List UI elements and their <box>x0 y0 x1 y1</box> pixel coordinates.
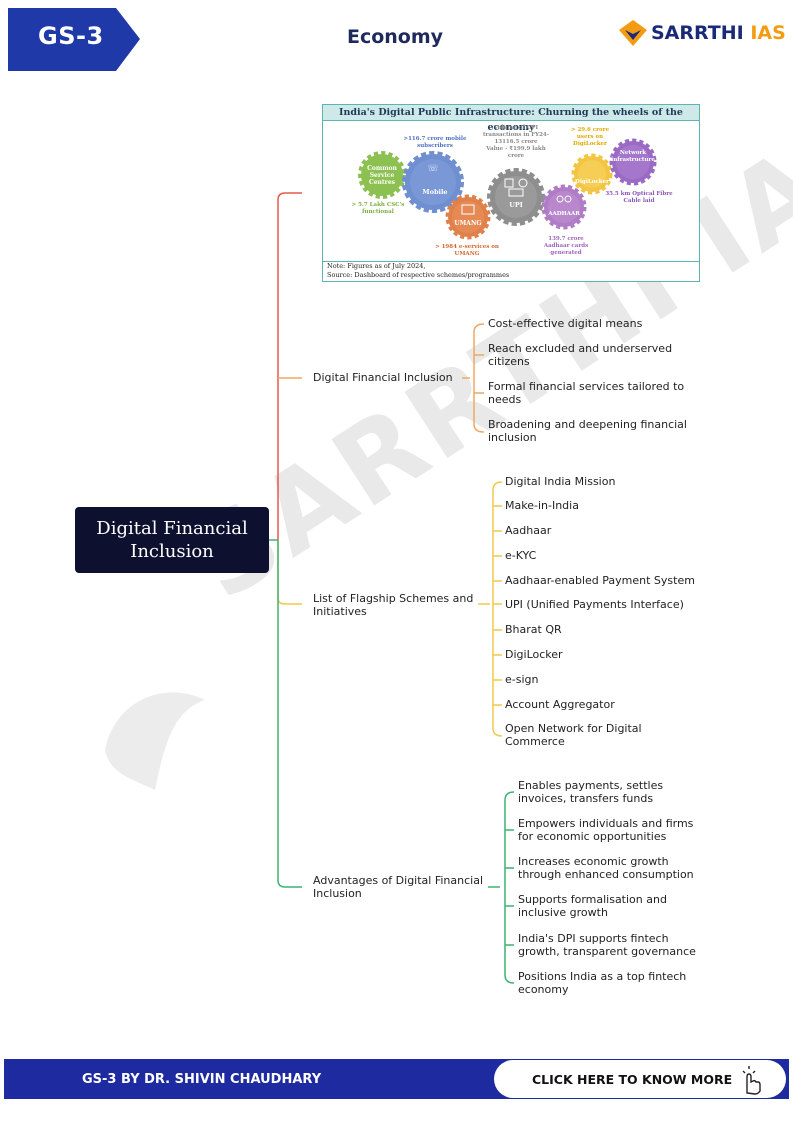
svg-text:UPI: UPI <box>509 201 523 209</box>
svg-text:Aadhaar cards: Aadhaar cards <box>543 243 588 249</box>
gear-csc: Common Service Centres <box>358 151 406 199</box>
svg-text:35.5 km Optical Fibre: 35.5 km Optical Fibre <box>605 191 673 197</box>
branch-label-advantages: Advantages of Digital Financial Inclusio… <box>313 874 484 900</box>
svg-text:DigiLocker: DigiLocker <box>573 141 607 147</box>
gear-upi: UPI <box>487 168 545 226</box>
tag-arrow-shape <box>8 8 140 71</box>
gear-mobile: ☏ Mobile <box>402 151 464 213</box>
dfi-item: Cost-effective digital means <box>488 317 643 330</box>
gear-aadhaar: AADHAAR <box>541 184 587 230</box>
scheme-item: UPI (Unified Payments Interface) <box>505 598 684 611</box>
scheme-item: DigiLocker <box>505 648 563 661</box>
svg-text:> 5.7 Lakh CSC's: > 5.7 Lakh CSC's <box>352 202 405 208</box>
advantage-item: India's DPI supports fintech growth, tra… <box>518 932 696 958</box>
dpi-infographic: India's Digital Public Infrastructure: C… <box>322 104 700 282</box>
advantage-item: Supports formalisation and inclusive gro… <box>518 893 667 919</box>
dfi-item: Broadening and deepening financial inclu… <box>488 418 687 444</box>
svg-text:users on: users on <box>577 134 603 140</box>
svg-text:> 1984 e-services on: > 1984 e-services on <box>435 244 499 250</box>
infographic-note: Note: Figures as of July 2024, Source: D… <box>323 261 699 280</box>
scheme-item: Open Network for Digital Commerce <box>505 722 642 748</box>
advantage-item: Empowers individuals and firms for econo… <box>518 817 694 843</box>
svg-text:DigiLocker: DigiLocker <box>575 179 609 185</box>
footer-author: GS-3 BY DR. SHIVIN CHAUDHARY <box>82 1072 322 1087</box>
svg-text:generated: generated <box>550 250 581 256</box>
pointer-hand-icon <box>742 1066 761 1095</box>
svg-text:139.7 crore: 139.7 crore <box>548 236 584 242</box>
scheme-item: Aadhaar <box>505 524 552 537</box>
scheme-item: Digital India Mission <box>505 475 616 488</box>
svg-text:UMANG: UMANG <box>454 220 481 227</box>
gear-diagram: Common Service Centres ☏ Mobile UMANG UP… <box>352 125 673 257</box>
gs-tag-label: GS-3 <box>38 22 104 50</box>
svg-text:☏: ☏ <box>427 164 438 174</box>
infographic-title: India's Digital Public Infrastructure: C… <box>323 105 699 133</box>
gear-digilocker: DigiLocker <box>571 153 613 195</box>
brand-name: SARRTHI IAS <box>651 22 786 44</box>
svg-text:UMANG: UMANG <box>455 251 480 257</box>
gear-stats: > 5.7 Lakh CSC's functional >116.7 crore… <box>352 125 673 257</box>
svg-text:>116.7 crore mobile: >116.7 crore mobile <box>404 136 467 142</box>
svg-text:Mobile: Mobile <box>422 188 447 196</box>
dfi-item: Formal financial services tailored to ne… <box>488 380 685 406</box>
svg-text:Network: Network <box>620 150 646 156</box>
watermark-emblem <box>105 692 205 790</box>
svg-text:13116.5 crore: 13116.5 crore <box>494 139 538 145</box>
advantage-item: Positions India as a top fintech economy <box>518 970 687 996</box>
advantage-item: Enables payments, settles invoices, tran… <box>518 779 664 805</box>
scheme-item: e-KYC <box>505 549 537 562</box>
gear-network: Network infrastructure <box>609 138 657 186</box>
scheme-item: Bharat QR <box>505 623 562 636</box>
svg-text:crore: crore <box>508 153 525 159</box>
footer-banner: GS-3 BY DR. SHIVIN CHAUDHARY CLICK HERE … <box>4 1059 789 1099</box>
svg-text:AADHAAR: AADHAAR <box>547 211 580 217</box>
branch-label-dfi: Digital Financial Inclusion <box>313 371 453 384</box>
brand-emblem-icon <box>619 20 647 46</box>
svg-text:subscribers: subscribers <box>417 143 453 149</box>
brand-logo[interactable]: SARRTHI IAS <box>617 18 787 50</box>
advantage-item: Increases economic growth through enhanc… <box>518 855 694 881</box>
svg-text:infrastructure: infrastructure <box>611 157 655 163</box>
svg-text:Volume of UPI: Volume of UPI <box>493 125 539 131</box>
svg-text:Service: Service <box>370 172 395 179</box>
branch-label-schemes: List of Flagship Schemes and Initiatives <box>313 592 474 618</box>
svg-text:Value - ₹199.9 lakh: Value - ₹199.9 lakh <box>485 145 545 152</box>
svg-text:transactions in FY24-: transactions in FY24- <box>483 132 549 138</box>
dfi-item: Reach excluded and underserved citizens <box>488 342 673 368</box>
know-more-button[interactable]: CLICK HERE TO KNOW MORE <box>494 1060 786 1098</box>
svg-text:Centres: Centres <box>369 179 396 186</box>
scheme-item: Account Aggregator <box>505 698 615 711</box>
gear-label-csc: Common <box>367 165 397 172</box>
svg-text:functional: functional <box>362 209 394 215</box>
scheme-item: Aadhaar-enabled Payment System <box>505 574 695 587</box>
scheme-item: e-sign <box>505 673 539 686</box>
know-more-label: CLICK HERE TO KNOW MORE <box>532 1072 733 1087</box>
gs-tag: GS-3 <box>8 8 140 71</box>
svg-text:Cable laid: Cable laid <box>624 198 655 204</box>
gear-umang: UMANG <box>445 194 491 240</box>
svg-text:> 29.6 crore: > 29.6 crore <box>571 127 610 133</box>
page-subject: Economy <box>346 26 444 48</box>
scheme-item: Make-in-India <box>505 499 579 512</box>
